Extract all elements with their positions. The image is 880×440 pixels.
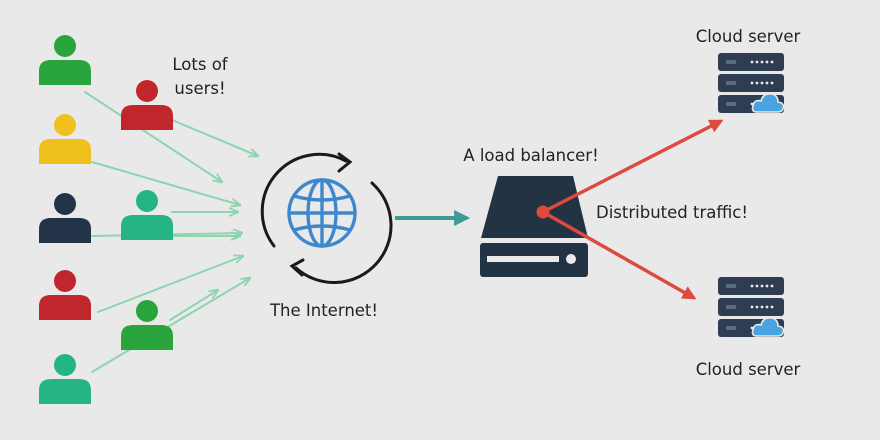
traffic-arrow-top (542, 119, 724, 214)
traffic-label: Distributed traffic! (596, 203, 748, 222)
traffic-origin-dot (536, 205, 550, 219)
server-top-label: Cloud server (696, 27, 801, 46)
user-icon (121, 300, 173, 350)
user-arrow (91, 278, 250, 373)
refresh-arrows-icon (260, 152, 393, 284)
users-label-line2: users! (174, 79, 225, 98)
user-icon (121, 80, 173, 130)
user-arrow (169, 290, 218, 321)
cloud-icon (751, 93, 785, 113)
user-arrow (91, 161, 240, 205)
globe-icon (287, 178, 357, 248)
user-icon (39, 35, 91, 85)
internet-label: The Internet! (269, 301, 378, 320)
server-bottom-label: Cloud server (696, 360, 801, 379)
user-arrow (97, 256, 243, 313)
traffic-arrows (536, 119, 724, 300)
user-arrow (84, 91, 222, 182)
traffic-arrow-bottom (542, 210, 697, 300)
user-arrow (171, 119, 258, 156)
user-icon (39, 270, 91, 320)
user-icon (39, 354, 91, 404)
cloud-icon (751, 317, 785, 337)
internet-node (260, 152, 393, 284)
users (39, 35, 173, 404)
users-label-line1: Lots of (172, 55, 228, 74)
user-icon (39, 193, 91, 243)
cloud-server-top (718, 53, 785, 113)
user-icon (121, 190, 173, 240)
cloud-server-bottom (718, 277, 785, 337)
user-icon (39, 114, 91, 164)
balancer-label: A load balancer! (463, 146, 598, 165)
